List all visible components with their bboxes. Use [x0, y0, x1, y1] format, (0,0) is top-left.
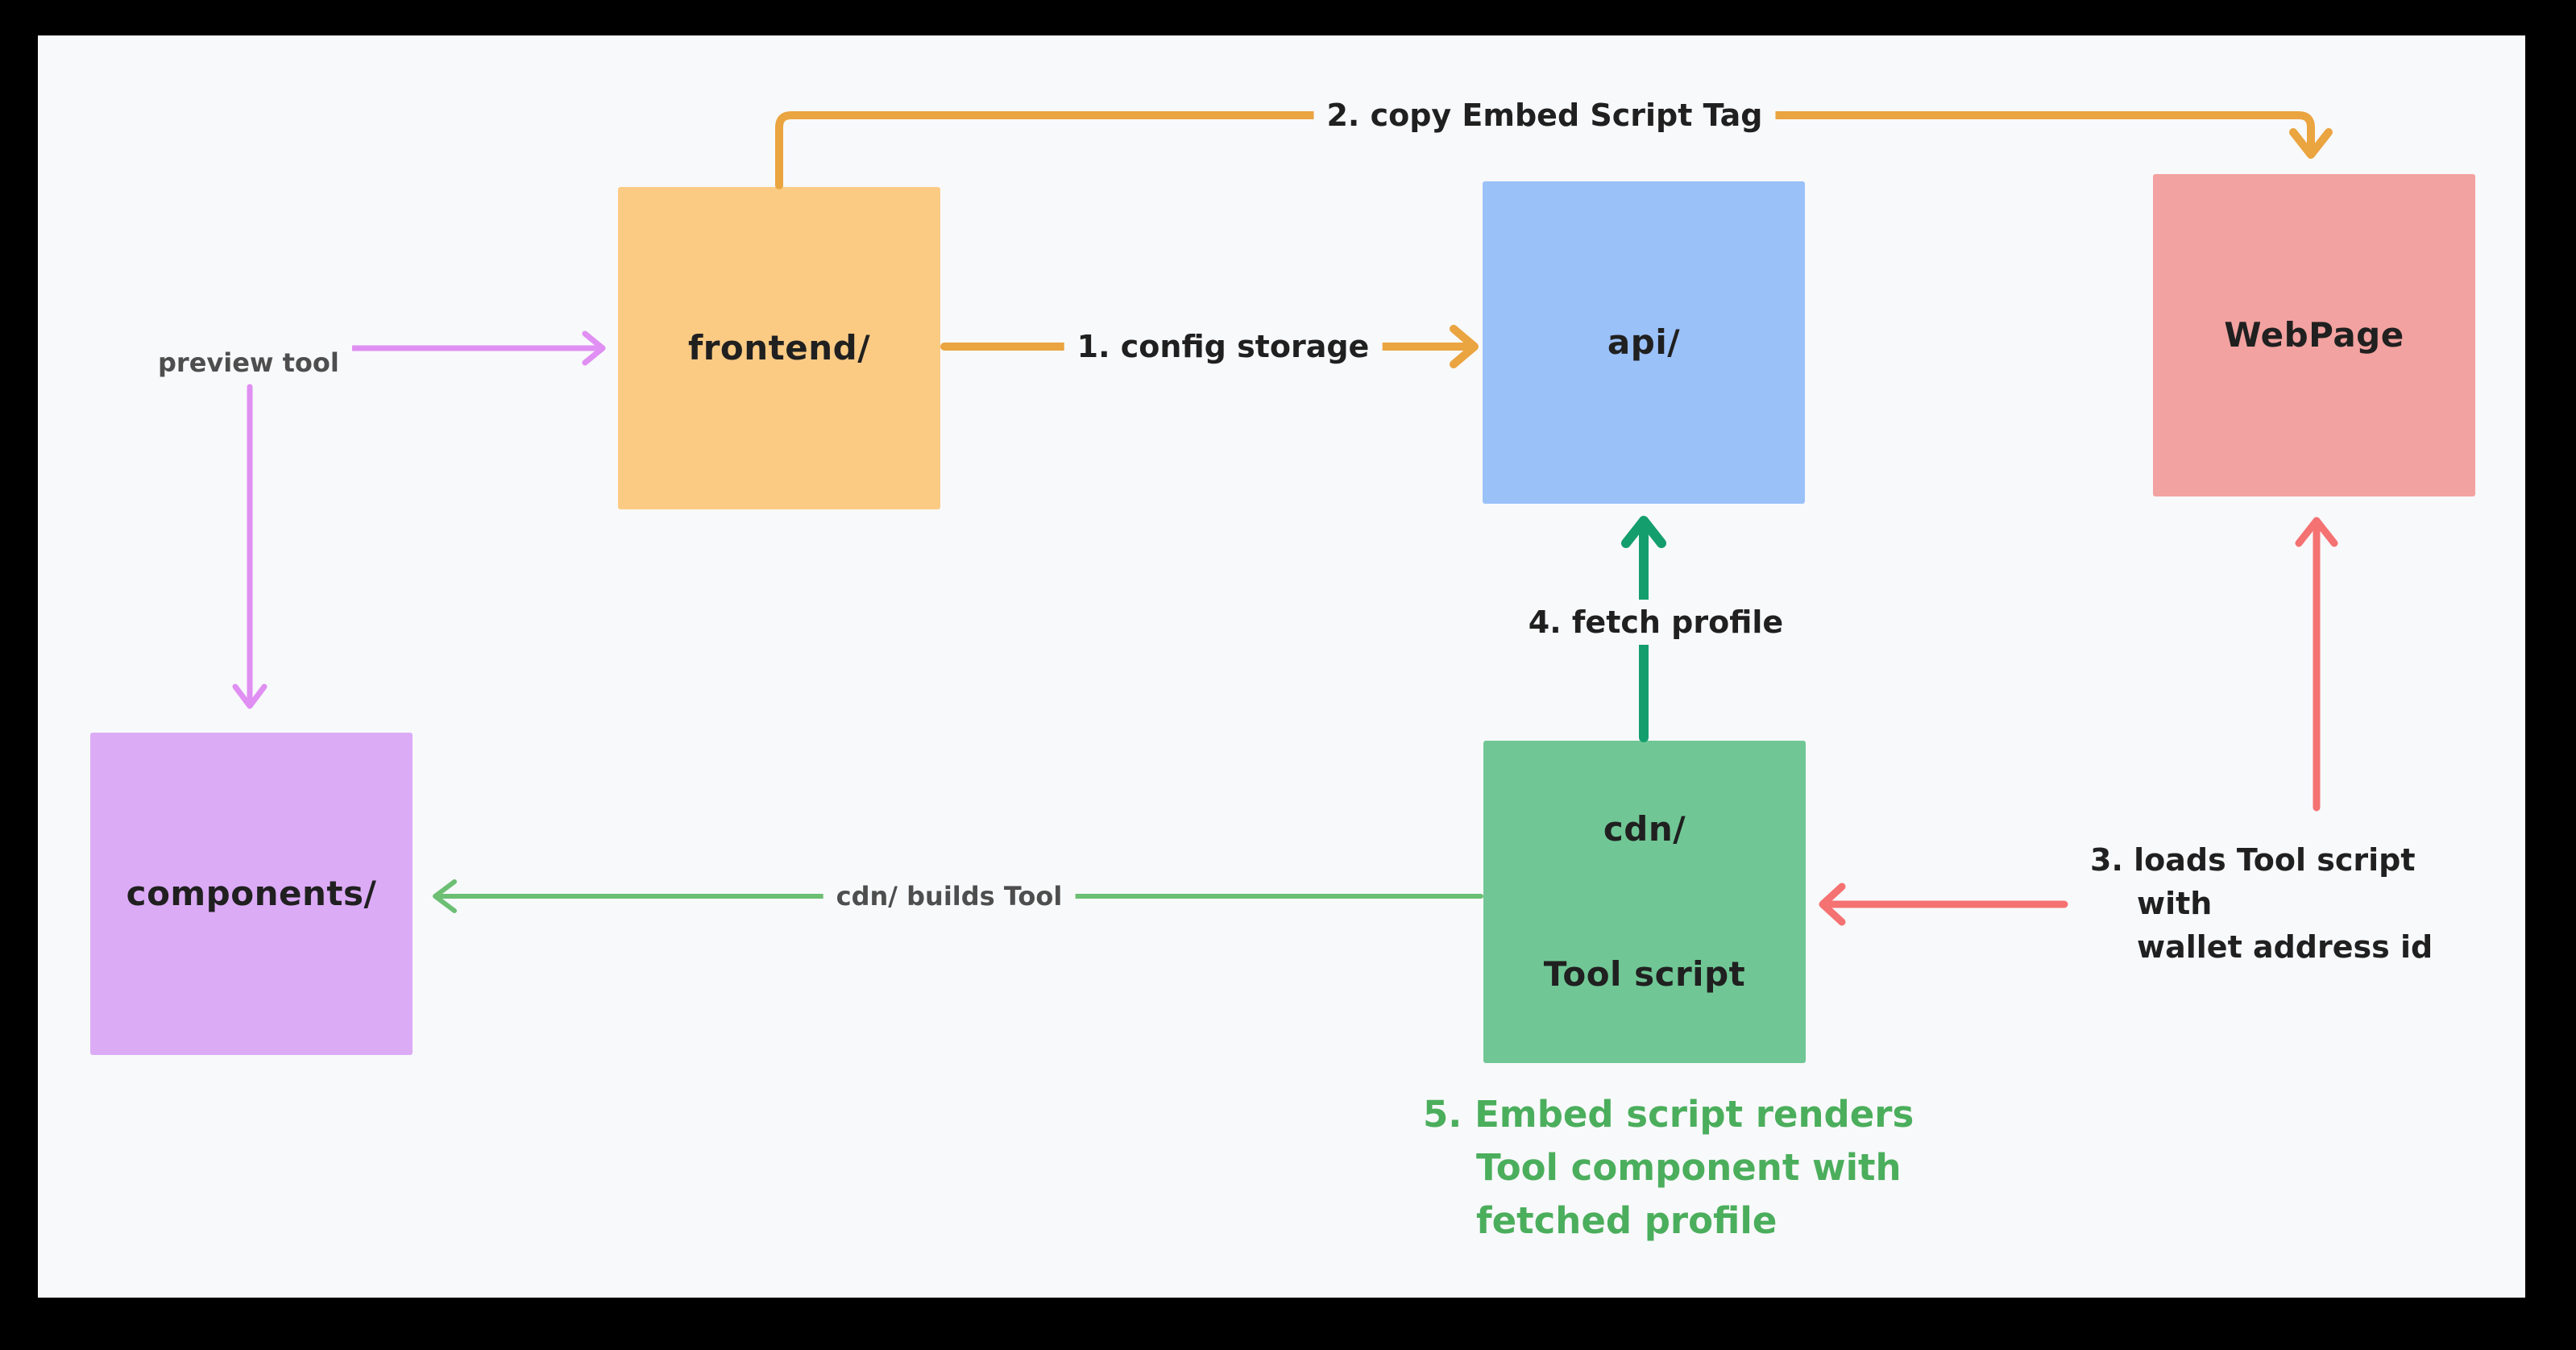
node-components: components/ — [90, 733, 413, 1065]
node-cdn-label-line1: cdn/ — [1603, 809, 1686, 849]
node-api-label: api/ — [1607, 322, 1681, 362]
node-cdn-label: cdn/ Tool script — [1544, 708, 1745, 1095]
node-cdn: cdn/ Tool script — [1483, 741, 1806, 1074]
note-step3: 3. loads Tool script with wallet address… — [2090, 838, 2433, 969]
node-cdn-label-line2: Tool script — [1543, 954, 1746, 994]
node-frontend-label: frontend/ — [687, 328, 871, 368]
note-step3-line3: wallet address id — [2137, 929, 2433, 965]
node-api: api/ — [1483, 181, 1805, 514]
node-components-label: components/ — [126, 874, 377, 913]
edge-label-step4: 4. fetch profile — [1515, 600, 1797, 645]
note-step5: 5. Embed script renders Tool component w… — [1423, 1088, 1914, 1248]
edge-label-step1: 1. config storage — [1064, 324, 1383, 369]
note-step5-line1: 5. Embed script renders — [1423, 1093, 1914, 1136]
note-step3-line2: with — [2137, 886, 2213, 921]
edge-label-preview-tool: preview tool — [145, 343, 352, 383]
edge-label-step2: 2. copy Embed Script Tag — [1313, 93, 1776, 138]
edge-label-cdn-builds-tool: cdn/ builds Tool — [823, 876, 1076, 916]
node-webpage-label: WebPage — [2224, 315, 2404, 355]
note-step5-line3: fetched profile — [1476, 1199, 1777, 1242]
node-frontend: frontend/ — [618, 187, 940, 520]
note-step3-line1: 3. loads Tool script — [2090, 842, 2416, 878]
note-step5-line2: Tool component with — [1476, 1146, 1902, 1189]
node-webpage: WebPage — [2153, 174, 2475, 507]
diagram-canvas — [38, 35, 2525, 1298]
